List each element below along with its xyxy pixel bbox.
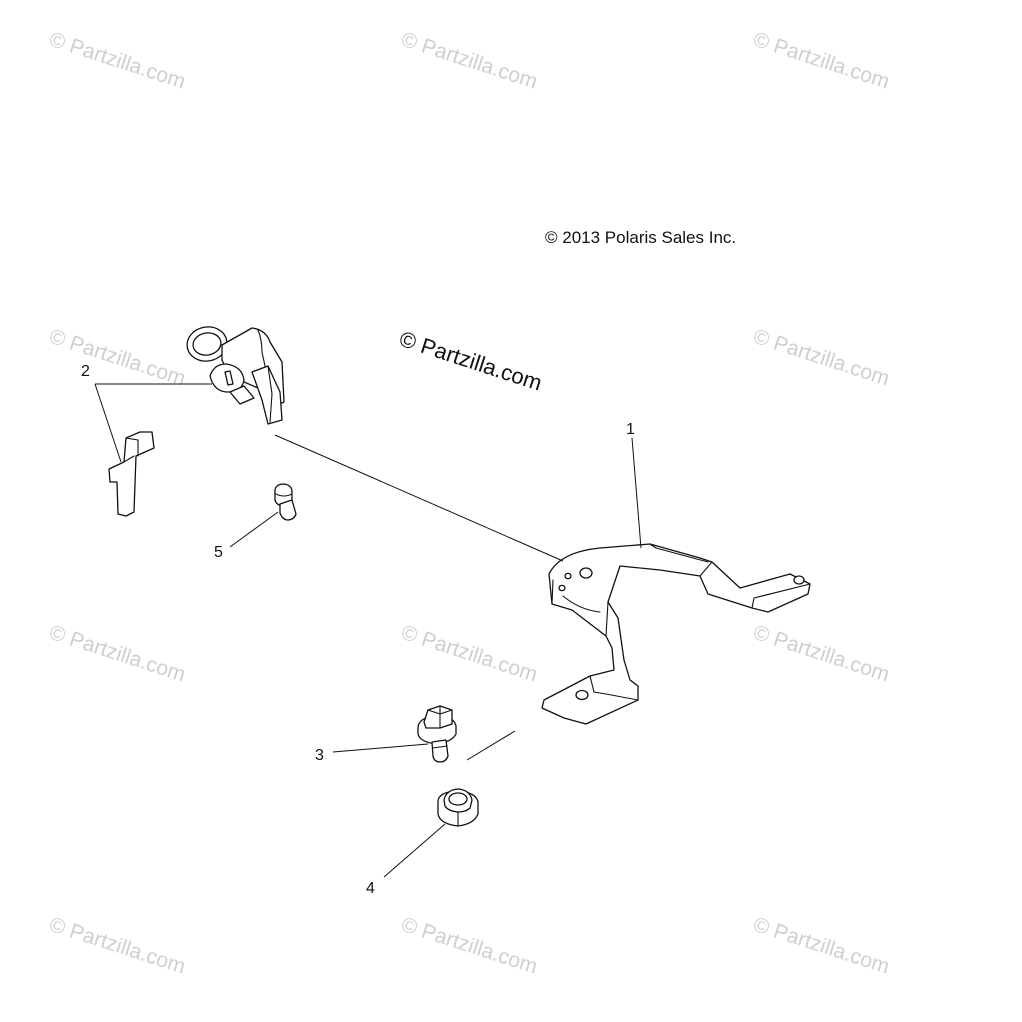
callout-number: 1	[626, 421, 635, 438]
ignition-switch-part	[108, 326, 285, 517]
flange-bolt-part	[417, 705, 457, 763]
leader-line	[332, 743, 429, 753]
watermark: © Partzilla.com	[750, 621, 892, 687]
flange-nut-part	[437, 788, 479, 827]
callout-number: 5	[214, 544, 223, 561]
watermark: © Partzilla.com	[398, 28, 540, 94]
watermark: © Partzilla.com	[46, 28, 188, 94]
screw-part	[274, 483, 297, 521]
copyright-notice: © 2013 Polaris Sales Inc.	[545, 228, 736, 247]
watermark: © Partzilla.com	[398, 913, 540, 979]
watermark: © Partzilla.com	[750, 325, 892, 391]
leader-line	[274, 434, 564, 562]
callout-number: 2	[81, 363, 90, 380]
watermark: © Partzilla.com	[750, 913, 892, 979]
watermark: © Partzilla.com	[750, 28, 892, 94]
leader-line	[631, 437, 642, 549]
leader-line	[466, 730, 516, 761]
callout-labels: 1 2 3 4 5	[81, 363, 635, 897]
bracket-part	[541, 543, 811, 725]
watermark: © Partzilla.com	[46, 621, 188, 687]
leader-line	[94, 383, 122, 463]
callout-number: 4	[366, 880, 375, 897]
watermark: © Partzilla.com	[46, 325, 188, 391]
callout-number: 3	[315, 747, 324, 764]
leader-line	[229, 511, 279, 548]
leader-line	[383, 823, 446, 878]
leader-lines	[94, 383, 642, 878]
watermark: © Partzilla.com	[398, 621, 540, 687]
watermark: © Partzilla.com	[46, 913, 188, 979]
center-watermark: © Partzilla.com	[396, 326, 545, 396]
watermark-layer: © Partzilla.com © Partzilla.com © Partzi…	[46, 28, 892, 979]
